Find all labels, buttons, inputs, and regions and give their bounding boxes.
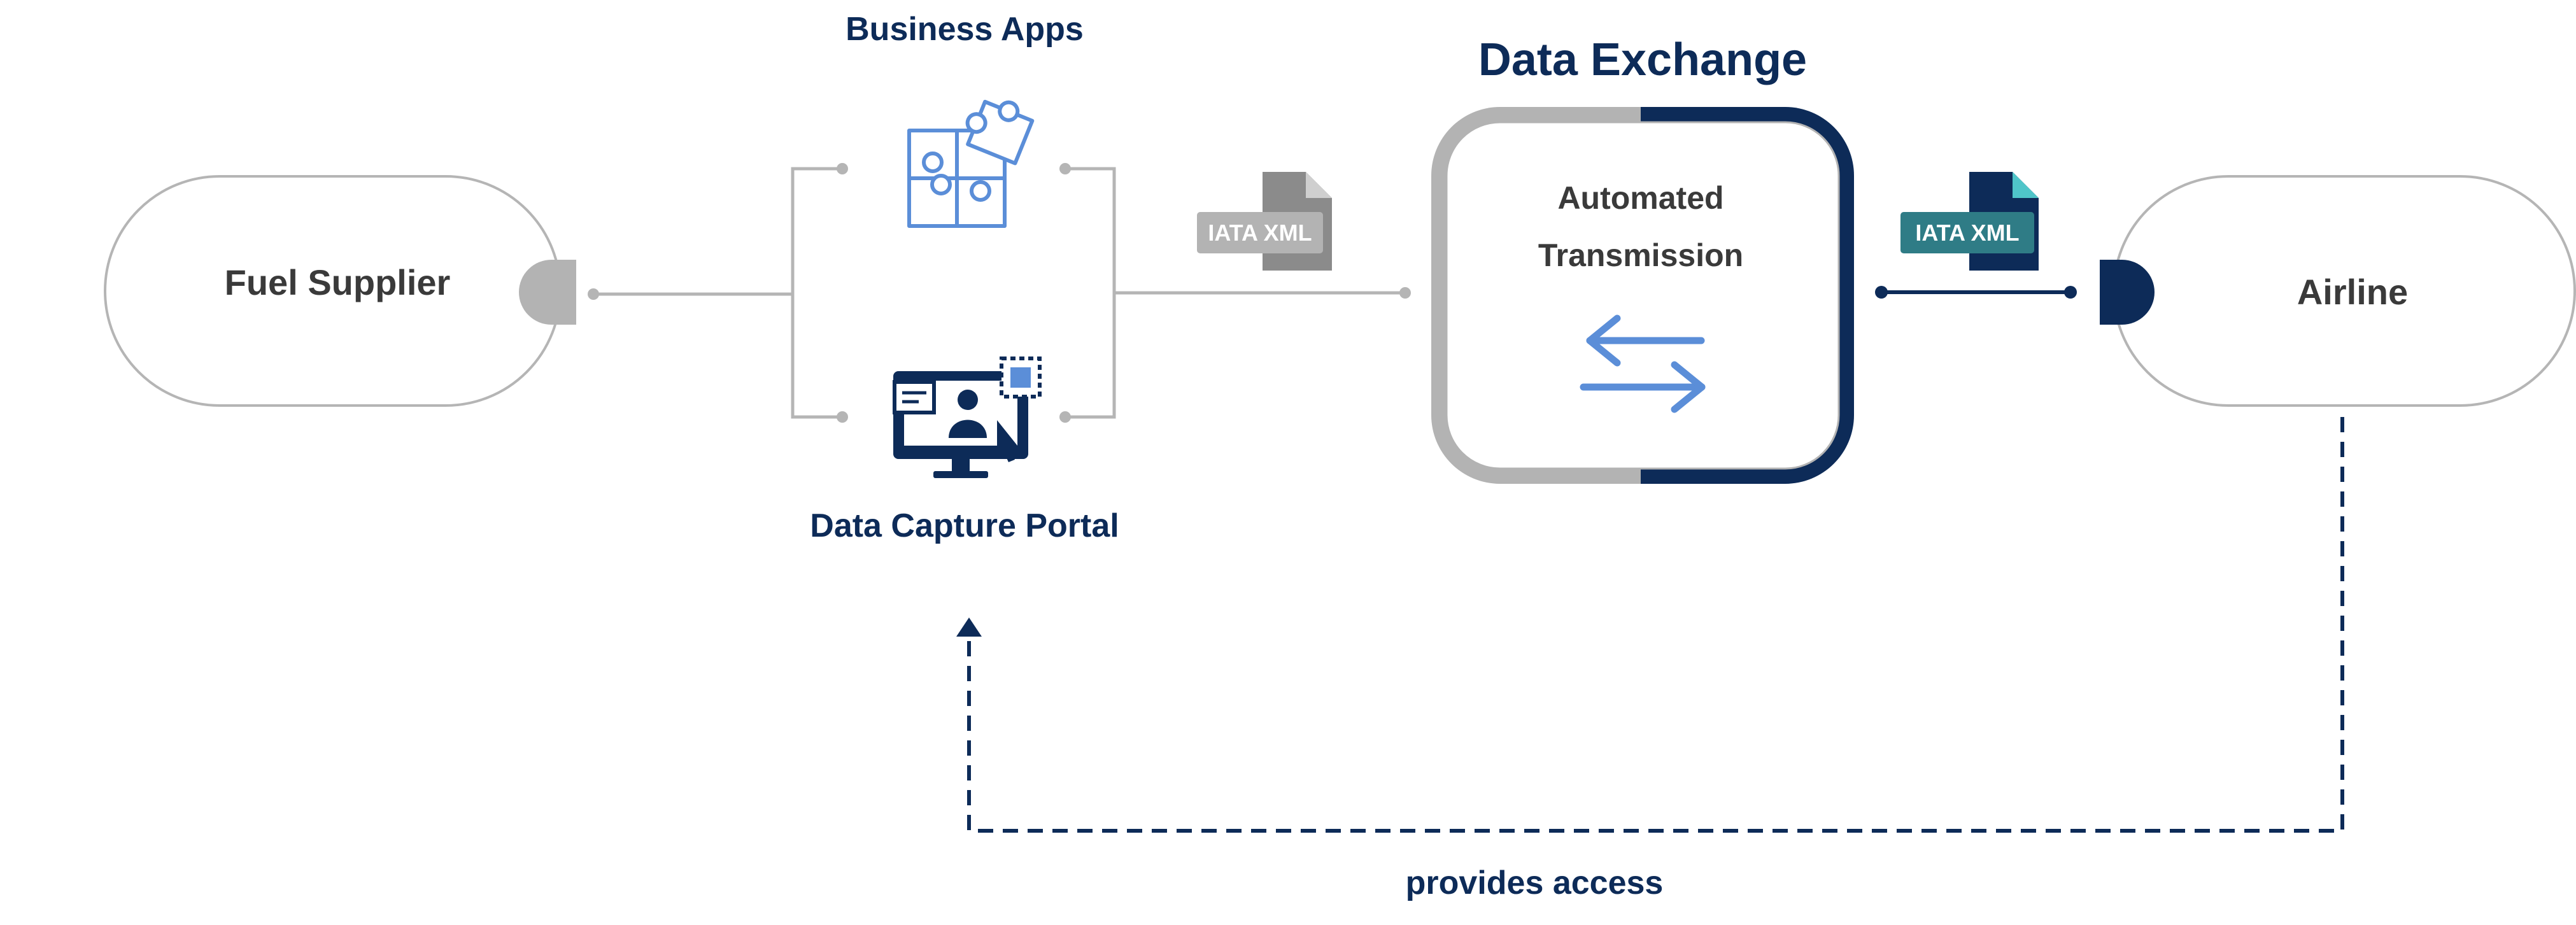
iata-xml-badge-right — [1900, 212, 2034, 253]
business-apps-title: Business Apps — [846, 11, 1084, 48]
data-capture-portal-title: Data Capture Portal — [810, 507, 1119, 544]
exchange-to-airline-line — [1875, 286, 2077, 299]
supplier-to-apps-lines — [593, 167, 1405, 419]
iata-xml-label-left: IATA XML — [1208, 220, 1312, 246]
fuel-supplier-node: Fuel Supplier — [104, 175, 576, 407]
provides-access-edge — [956, 417, 2344, 833]
puzzle-icon — [907, 99, 1035, 228]
data-exchange-title: Data Exchange — [1478, 34, 1807, 85]
connector-dots-gray — [588, 163, 1411, 423]
airline-label: Airline — [2297, 272, 2408, 312]
automated-transmission-line1: Automated — [1557, 180, 1723, 216]
iata-xml-badge-left — [1197, 212, 1323, 253]
fuel-supplier-label: Fuel Supplier — [225, 262, 451, 302]
monitor-user-icon — [893, 357, 1042, 478]
bidirectional-arrows-icon — [1580, 314, 1706, 413]
fuel-supplier-connector — [519, 260, 576, 325]
iata-xml-label-right: IATA XML — [1915, 220, 2019, 246]
provides-access-label: provides access — [1406, 865, 1664, 901]
airline-node: Airline — [2100, 175, 2576, 407]
automated-transmission-line2: Transmission — [1538, 237, 1743, 273]
data-exchange-box — [1431, 107, 1854, 484]
fuel-supplier-shape — [104, 175, 562, 407]
airline-connector — [2100, 260, 2155, 325]
arrow-up-icon — [956, 618, 982, 637]
iata-xml-document-right: IATA XML — [1900, 172, 2039, 271]
airline-shape — [2112, 175, 2576, 407]
iata-xml-document-left: IATA XML — [1197, 172, 1332, 271]
